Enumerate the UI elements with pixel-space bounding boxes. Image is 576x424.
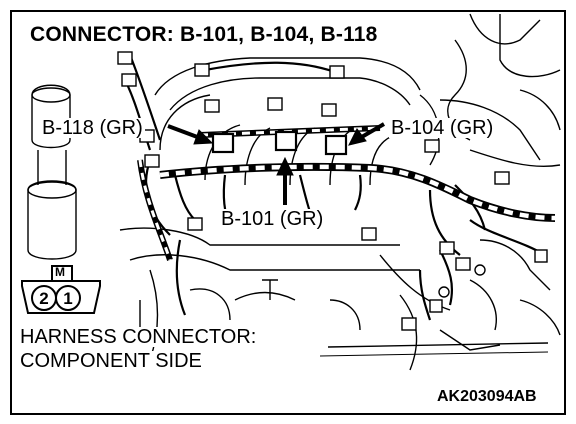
callout-arrows (167, 122, 386, 205)
arrowhead-b104 (348, 128, 367, 146)
harness-caption-line1: HARNESS CONNECTOR: (20, 327, 260, 347)
caption-rule (327, 342, 549, 348)
figure-frame (10, 10, 566, 415)
figure-code: AK203094AB (437, 388, 537, 405)
pin-label-1: 1 (63, 289, 73, 308)
page-title: CONNECTOR: B-101, B-104, B-118 (30, 23, 378, 46)
callout-label-b101: B-101 (GR) (219, 208, 326, 230)
arrow-b104 (358, 122, 386, 140)
connector-b118 (211, 132, 235, 154)
harness-caption-line2: COMPONENT SIDE (20, 351, 205, 371)
arrow-b118 (167, 124, 201, 140)
connector-pin-1 (55, 285, 81, 311)
arrowhead-b118 (193, 129, 214, 145)
connector-key-label: M (55, 265, 65, 279)
callout-label-b118: B-118 (GR) (40, 117, 145, 139)
connector-face-icon (21, 265, 101, 314)
connector-b101 (274, 130, 298, 152)
small-connectors (117, 51, 548, 331)
connector-b104 (324, 134, 348, 156)
engine-outline (27, 13, 561, 371)
arrowhead-b101 (276, 156, 294, 176)
pin-label-2: 2 (39, 289, 49, 308)
callout-label-b104: B-104 (GR) (389, 117, 496, 139)
